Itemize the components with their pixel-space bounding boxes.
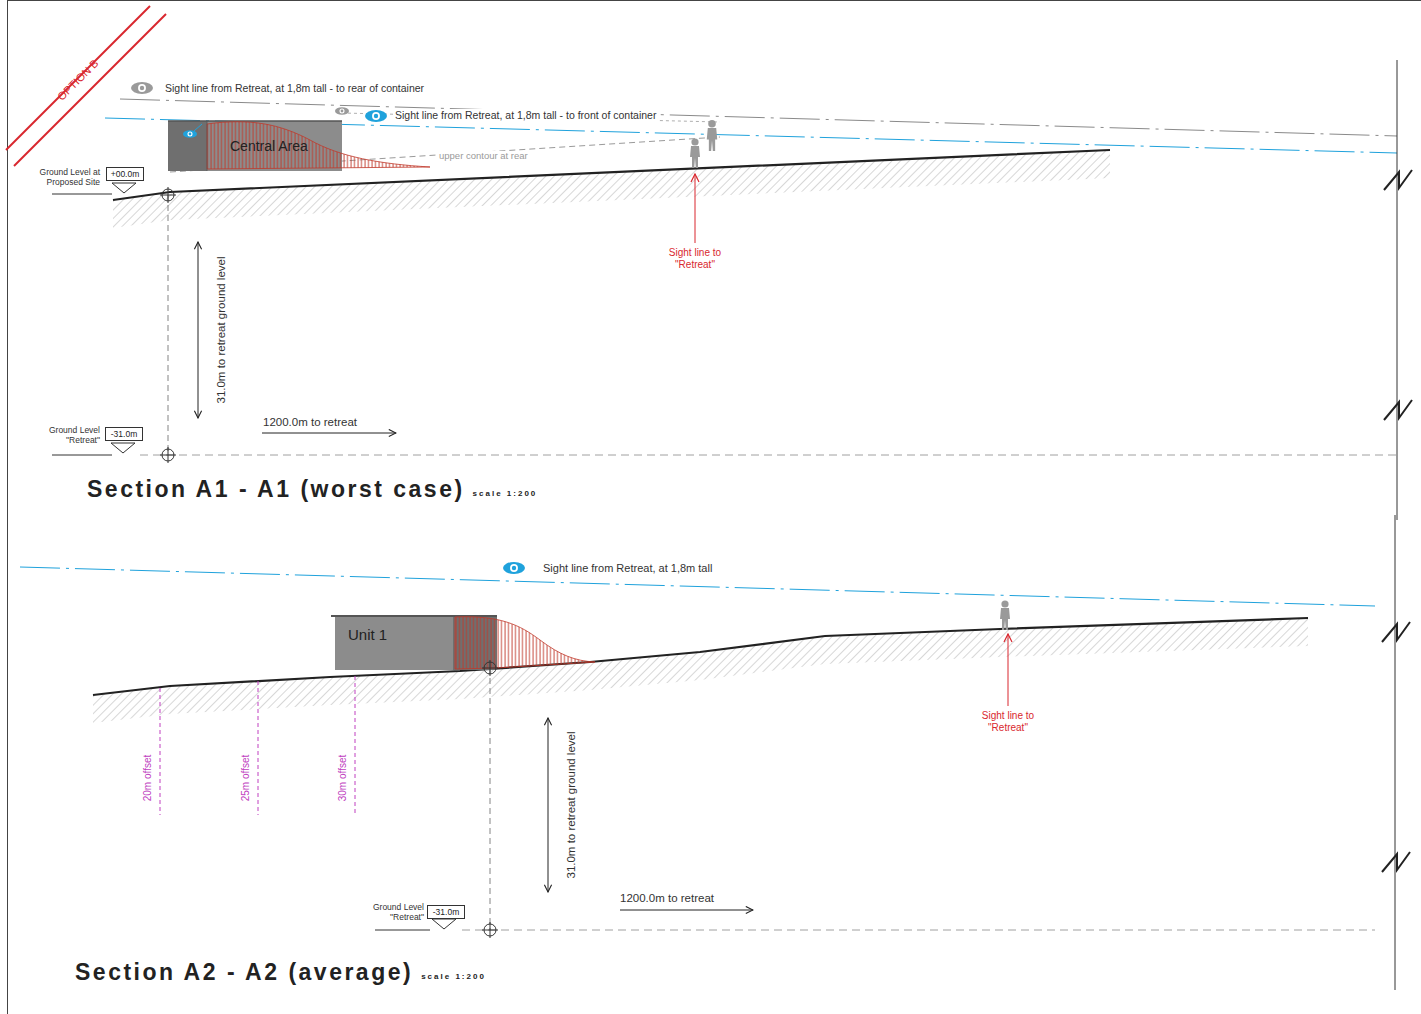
level-tag: -31.0m bbox=[105, 427, 143, 441]
offset-label: 30m offset bbox=[337, 755, 349, 802]
dimension-text: 1200.0m to retreat bbox=[263, 416, 357, 429]
level-tag: +00.0m bbox=[106, 167, 144, 181]
node-text: -31.0m bbox=[433, 907, 459, 917]
contour-note: upper contour at rear bbox=[437, 151, 530, 162]
node-text: Central Area bbox=[230, 138, 308, 154]
node-text: Unit 1 bbox=[348, 626, 387, 643]
scale-note: scale 1:200 bbox=[473, 489, 538, 498]
level-label: Ground Level at Proposed Site bbox=[30, 168, 100, 188]
level-label: Ground Level "Retreat" bbox=[354, 903, 424, 923]
section-title: Section A2 - A2 (average) bbox=[75, 959, 413, 985]
dimension-text: 31.0m to retreat ground level bbox=[215, 256, 228, 403]
section-title: Section A1 - A1 (worst case) bbox=[87, 476, 465, 502]
sightline-note: Sight line from Retreat, at 1,8m tall bbox=[541, 562, 714, 575]
sightline-note: Sight line from Retreat, at 1,8m tall - … bbox=[393, 109, 658, 121]
sightline-callout: Sight line to "Retreat" bbox=[662, 247, 728, 270]
sightline-note: Sight line from Retreat, at 1,8m tall - … bbox=[163, 82, 426, 94]
offset-label: 25m offset bbox=[240, 755, 252, 802]
level-label: Ground Level "Retreat" bbox=[30, 426, 100, 446]
sightline-callout: Sight line to "Retreat" bbox=[975, 710, 1041, 733]
node-text: +00.0m bbox=[111, 169, 140, 179]
scale-note: scale 1:200 bbox=[421, 972, 486, 981]
offset-label: 20m offset bbox=[142, 755, 154, 802]
container-box: Unit 1 bbox=[335, 617, 497, 670]
level-tag: -31.0m bbox=[427, 905, 465, 919]
dimension-text: 1200.0m to retreat bbox=[620, 892, 714, 905]
dimension-text: 31.0m to retreat ground level bbox=[565, 731, 578, 878]
node-text: -31.0m bbox=[111, 429, 137, 439]
container-box: Central Area bbox=[168, 121, 342, 171]
option-banner: OPTION B bbox=[55, 57, 101, 103]
